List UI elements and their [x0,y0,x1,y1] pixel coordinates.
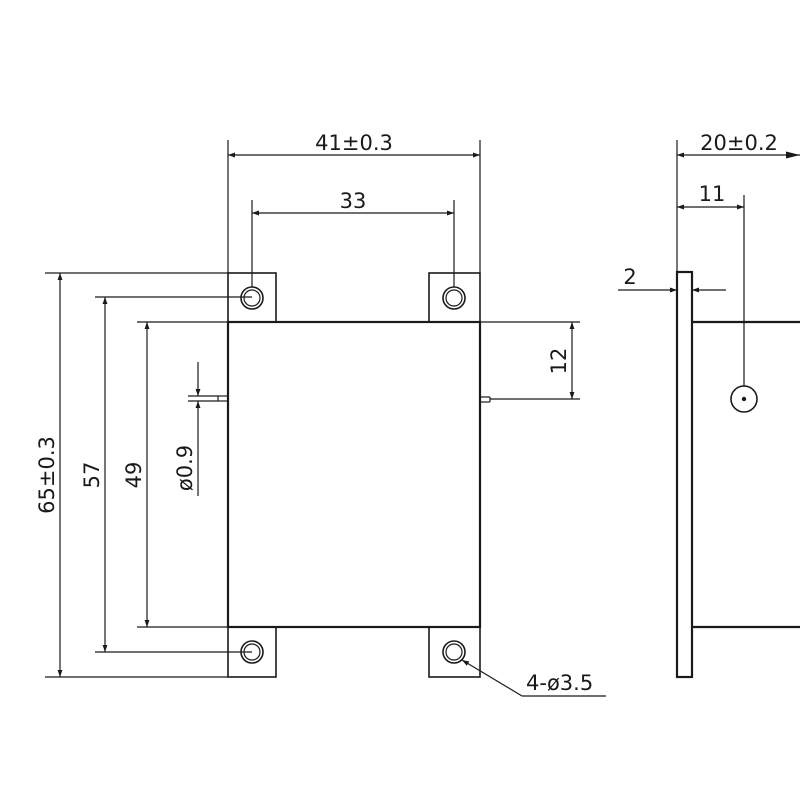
pin-right [480,396,491,403]
mounting-hole-top-left [240,286,264,310]
dim-flange-thickness: 2 [618,265,726,293]
dim-overall-height: 65±0.3 [35,273,63,677]
dim-hole-spacing-y-label: 57 [80,462,104,489]
pin-left [217,395,228,402]
dim-hole-spacing-x: 33 [252,189,454,216]
dim-hole-spacing-x-label: 33 [340,189,367,213]
side-pin [730,385,758,413]
front-view: 41±0.3 33 65±0.3 57 49 [35,131,606,697]
dim-overall-width: 41±0.3 [228,131,480,158]
dim-pin-diameter-label: ø0.9 [173,445,197,491]
dim-body-height: 49 [122,322,150,627]
dim-pin-position-label: 11 [699,182,726,206]
mounting-hole-bottom-right [442,640,466,664]
mounting-hole-top-right [442,286,466,310]
dim-hole-spacing-y: 57 [80,297,108,652]
mounting-tab-bottom-right [428,626,481,678]
holes-callout: 4-ø3.5 [461,659,606,697]
dim-pin-offset-label: 12 [547,348,571,375]
dim-flange-thickness-label: 2 [623,265,636,289]
dim-overall-width-label: 41±0.3 [315,131,393,155]
dim-pin-offset: 12 [480,321,580,400]
dim-overall-depth-label: 20±0.2 [700,131,778,155]
dim-overall-depth: 20±0.2 [677,131,800,159]
holes-callout-label: 4-ø3.5 [526,671,593,695]
dim-overall-height-label: 65±0.3 [35,436,59,514]
dim-body-height-label: 49 [122,462,146,489]
dim-pin-diameter: ø0.9 [173,362,218,496]
main-body [226,320,482,629]
dim-pin-position: 11 [677,182,744,210]
side-flange [675,270,694,679]
side-view: 20±0.2 11 2 [618,131,800,679]
